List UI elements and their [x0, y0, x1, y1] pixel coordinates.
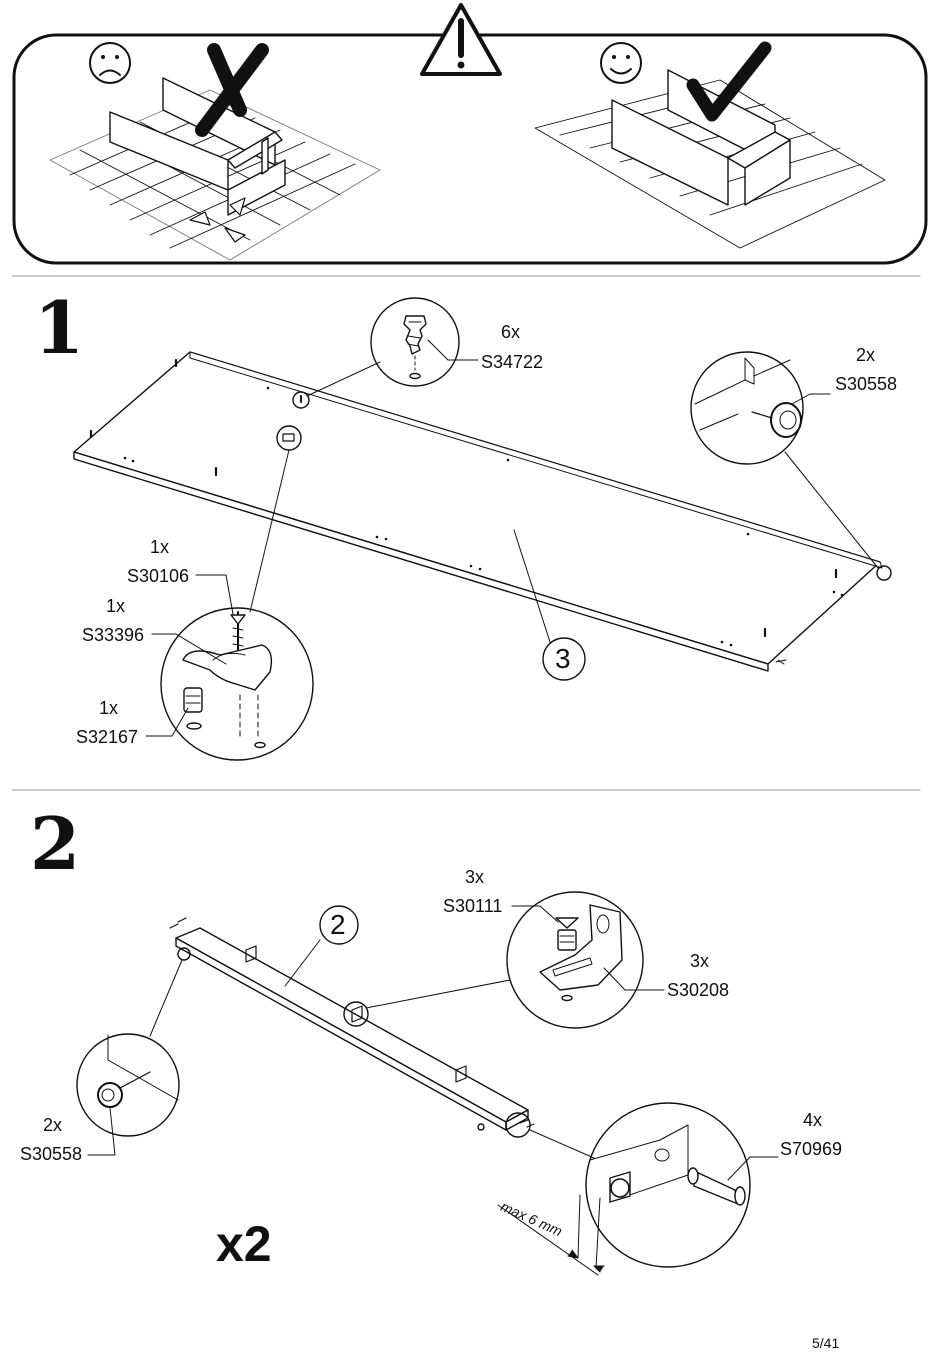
part-qty-s33396: 1x [106, 596, 126, 616]
part-code-s30208: S30208 [667, 980, 730, 1000]
part-code-s30558: S30558 [20, 1144, 83, 1164]
detail-angle-bracket [506, 891, 665, 1029]
callout-small-glide [876, 565, 892, 581]
warning-panel [12, 3, 928, 265]
part-code-s34722: S34722 [481, 352, 544, 372]
happy-face-icon [600, 42, 642, 84]
part-qty-s30558: 2x [43, 1115, 63, 1135]
callout-small-cam [292, 391, 310, 409]
detail-glide [690, 351, 831, 465]
mini-brackets [245, 945, 467, 1083]
repeat-count: x2 [216, 1216, 272, 1272]
detail-bracket [145, 574, 314, 761]
part-code-s30558: S30558 [835, 374, 898, 394]
part-code-s33396: S33396 [82, 625, 145, 645]
step-number-1: 1 [34, 285, 85, 370]
panel-3 [73, 351, 883, 672]
warning-marks [89, 358, 838, 638]
part-qty-s30208: 3x [690, 951, 710, 971]
panel-number-3: 3 [555, 643, 571, 674]
page-number: 5/41 [812, 1335, 840, 1351]
warning-triangle-icon [420, 3, 502, 76]
step2-drawing [76, 891, 779, 1276]
part-qty-s30111: 3x [465, 867, 485, 887]
cross-mark-icon [195, 43, 269, 137]
part-qty-s34722: 6x [501, 322, 521, 342]
dimension-line [497, 1194, 605, 1276]
part-code-s30111: S30111 [443, 896, 503, 916]
part-code-s70969: S70969 [780, 1139, 843, 1159]
step-number-2: 2 [30, 801, 81, 886]
callout-small-glide [177, 947, 191, 961]
part-qty-s70969: 4x [803, 1110, 823, 1130]
panel-number-badge [319, 905, 359, 945]
panel-number-2: 2 [330, 909, 346, 940]
detail-glide [76, 1033, 180, 1156]
detail-dowel [585, 1102, 779, 1268]
part-qty-s30558: 2x [856, 345, 876, 365]
callout-small-bracket [343, 1001, 369, 1027]
callout-small-dowel [505, 1112, 531, 1138]
sad-face-icon [89, 42, 131, 84]
part-code-s32167: S32167 [76, 727, 139, 747]
part-qty-s32167: 1x [99, 698, 119, 718]
detail-cam-screw [370, 297, 479, 387]
drill-holes [123, 386, 844, 647]
part-code-s30106: S30106 [127, 566, 190, 586]
check-mark-icon [686, 41, 772, 122]
box-dropped-illustration [109, 77, 286, 243]
part-qty-s30106: 1x [150, 537, 170, 557]
panel-2 [175, 927, 529, 1131]
step1-drawing [73, 297, 892, 761]
panel-number-badge [542, 637, 586, 681]
